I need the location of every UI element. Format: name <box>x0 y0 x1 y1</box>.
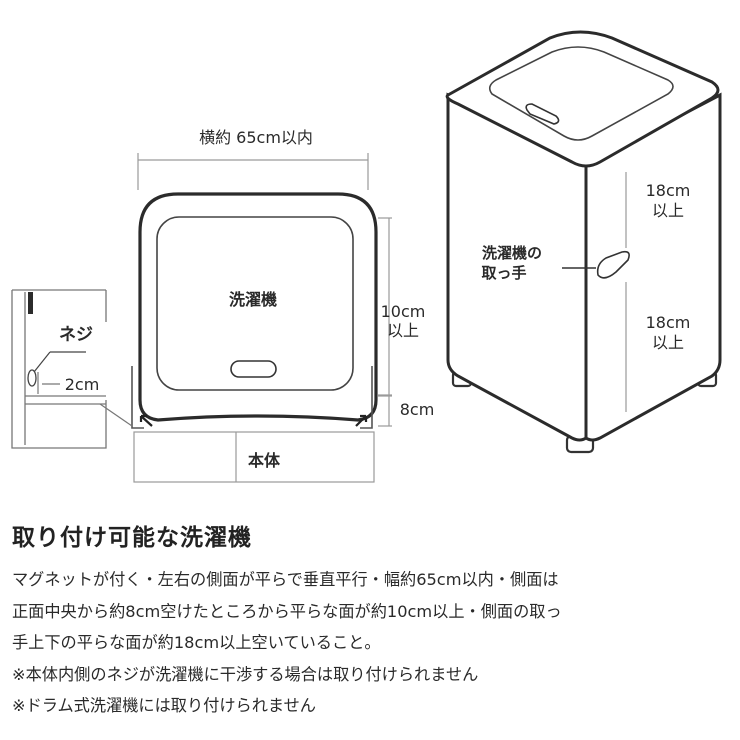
lower-label-2: 以上 <box>652 333 684 352</box>
width-label: 横約 65cm以内 <box>199 128 313 147</box>
upper-label-1: 18cm <box>646 181 691 200</box>
gap-label: 8cm <box>400 400 435 419</box>
screw-gap-label: 2cm <box>65 375 100 394</box>
right-bracket <box>360 366 373 429</box>
screw-icon <box>27 369 37 387</box>
left-arrow-icon <box>139 414 153 427</box>
left-bracket <box>131 366 144 429</box>
lower-label-1: 18cm <box>646 313 691 332</box>
screw-label: ネジ <box>59 325 93 345</box>
description-line: 正面中央から約8cm空けたところから平らな面が約10cm以上・側面の取っ <box>12 601 562 621</box>
handle-label-2: 取っ手 <box>481 264 526 282</box>
washer-3d-view: 18cm 以上 18cm 以上 洗濯機の 取っ手 <box>445 30 722 454</box>
washer-label: 洗濯機 <box>229 290 277 309</box>
page-heading: 取り付け可能な洗濯機 <box>12 525 252 551</box>
description-line: ※ドラム式洗濯機には取り付けられません <box>12 696 316 715</box>
description: マグネットが付く・左右の側面が平らで垂直平行・幅約65cm以内・側面は 正面中央… <box>12 564 734 722</box>
body-label: 本体 <box>248 451 281 470</box>
upper-label-2: 以上 <box>652 201 684 220</box>
depth-label-2: 以上 <box>387 321 419 340</box>
right-arrow-icon <box>355 414 368 427</box>
washer-lid <box>156 216 354 391</box>
top-view: 横約 65cm以内 洗濯機 10cm 以上 8cm 本体 <box>131 128 435 483</box>
lid-handle <box>230 360 277 378</box>
handle-label-1: 洗濯機の <box>482 244 542 262</box>
magnet-strip <box>28 292 33 314</box>
installation-diagram: 横約 65cm以内 洗濯機 10cm 以上 8cm 本体 <box>11 30 722 483</box>
side-handle-icon <box>596 250 630 279</box>
description-line: 手上下の平らな面が約18cm以上空いていること。 <box>12 633 381 652</box>
body-frame <box>133 431 375 483</box>
description-line: マグネットが付く・左右の側面が平らで垂直平行・幅約65cm以内・側面は <box>12 570 559 589</box>
description-line: ※本体内側のネジが洗濯機に干渉する場合は取り付けられません <box>12 664 479 684</box>
screw-detail: ネジ 2cm <box>11 289 133 449</box>
depth-label-1: 10cm <box>381 302 426 321</box>
